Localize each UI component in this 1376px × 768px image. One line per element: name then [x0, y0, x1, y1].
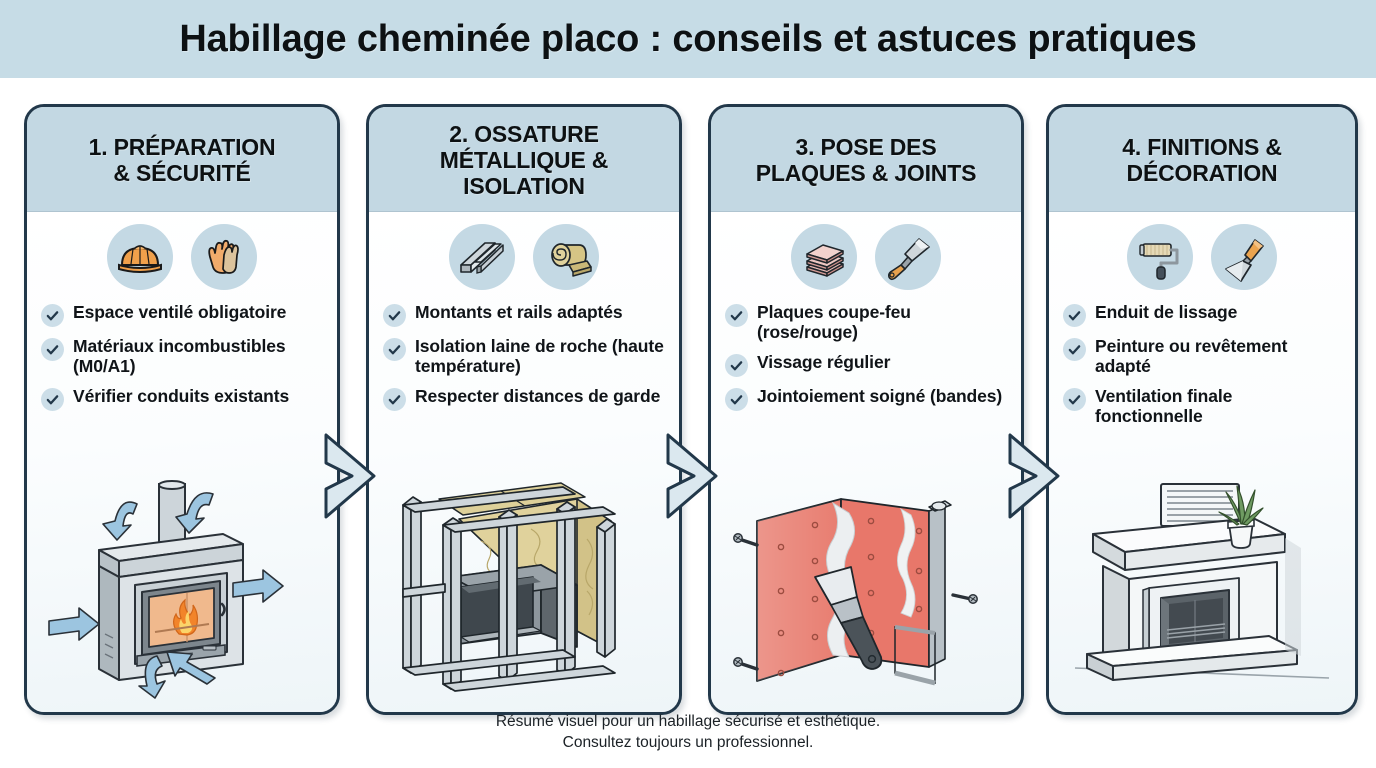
- bullet-text: Matériaux incombustibles (M0/A1): [73, 336, 286, 377]
- bullet-item: Isolation laine de roche (haute températ…: [383, 336, 667, 377]
- finished-fireplace-with-vent-illustration: [1049, 427, 1355, 712]
- bullet-item: Montants et rails adaptés: [383, 302, 667, 327]
- bullet-item: Jointoiement soigné (bandes): [725, 386, 1009, 411]
- bullet-item: Espace ventilé obligatoire: [41, 302, 325, 327]
- step-2-icon-row: [369, 212, 679, 296]
- hard-hat-icon: [107, 224, 173, 290]
- step-1-body: Espace ventilé obligatoire Matériaux inc…: [27, 212, 337, 712]
- bullet-item: Plaques coupe-feu (rose/rouge): [725, 302, 1009, 343]
- bullet-text: Peinture ou revêtement adapté: [1095, 336, 1288, 377]
- bullet-text: Jointoiement soigné (bandes): [757, 385, 1003, 406]
- check-icon: [383, 304, 406, 327]
- bullet-item: Vissage régulier: [725, 352, 1009, 377]
- step-2-body: Montants et rails adaptés Isolation lain…: [369, 212, 679, 712]
- step-card-3: 3. POSE DES PLAQUES & JOINTS: [708, 104, 1024, 715]
- bullet-item: Respecter distances de garde: [383, 386, 667, 411]
- step-1-header: 1. PRÉPARATION & SÉCURITÉ: [27, 107, 337, 212]
- bullet-text: Ventilation finale fonctionnelle: [1095, 385, 1233, 427]
- step-4-bullets: Enduit de lissage Peinture ou revêtement…: [1049, 296, 1355, 427]
- bullet-text: Plaques coupe-feu (rose/rouge): [757, 302, 911, 343]
- check-icon: [1063, 304, 1086, 327]
- check-icon: [725, 353, 748, 377]
- page-title: Habillage cheminée placo : conseils et a…: [179, 17, 1197, 60]
- step-1-title: 1. PRÉPARATION & SÉCURITÉ: [88, 134, 276, 186]
- plasterboard-stack-icon: [791, 224, 857, 290]
- bullet-item: Matériaux incombustibles (M0/A1): [41, 336, 325, 377]
- step-3-icon-row: [711, 212, 1021, 296]
- title-band: Habillage cheminée placo : conseils et a…: [0, 0, 1376, 78]
- bullet-item: Peinture ou revêtement adapté: [1063, 336, 1343, 377]
- check-icon: [383, 387, 406, 411]
- paint-roller-icon: [1127, 224, 1193, 290]
- step-4-header: 4. FINITIONS & DÉCORATION: [1049, 107, 1355, 212]
- bullet-text: Vissage régulier: [757, 351, 891, 372]
- bullet-text: Respecter distances de garde: [415, 385, 661, 406]
- bullet-item: Ventilation finale fonctionnelle: [1063, 386, 1343, 427]
- check-icon: [41, 304, 64, 327]
- step-card-2: 2. OSSATURE MÉTALLIQUE & ISOLATION: [366, 104, 682, 715]
- bullet-text: Enduit de lissage: [1095, 302, 1238, 322]
- work-gloves-icon: [191, 224, 257, 290]
- step-4-body: Enduit de lissage Peinture ou revêtement…: [1049, 212, 1355, 712]
- step-4-icon-row: [1049, 212, 1355, 296]
- bullet-text: Montants et rails adaptés: [415, 302, 623, 322]
- bullet-text: Vérifier conduits existants: [73, 385, 290, 406]
- bullet-item: Enduit de lissage: [1063, 302, 1343, 327]
- step-3-title: 3. POSE DES PLAQUES & JOINTS: [755, 134, 977, 186]
- check-icon: [41, 338, 64, 361]
- step-connector-arrow-2: [666, 433, 718, 519]
- trowel-icon: [1211, 224, 1277, 290]
- step-card-4: 4. FINITIONS & DÉCORATION: [1046, 104, 1358, 715]
- insulation-roll-icon: [533, 224, 599, 290]
- step-card-1: 1. PRÉPARATION & SÉCURITÉ: [24, 104, 340, 715]
- steps-container: 1. PRÉPARATION & SÉCURITÉ: [0, 78, 1376, 715]
- fire-rated-boards-jointing-illustration: [711, 411, 1021, 712]
- spatula-icon: [875, 224, 941, 290]
- step-connector-arrow-1: [324, 433, 376, 519]
- check-icon: [41, 387, 64, 411]
- step-2-header: 2. OSSATURE MÉTALLIQUE & ISOLATION: [369, 107, 679, 212]
- step-2-title: 2. OSSATURE MÉTALLIQUE & ISOLATION: [439, 121, 609, 199]
- step-3-body: Plaques coupe-feu (rose/rouge) Vissage r…: [711, 212, 1021, 712]
- check-icon: [1063, 338, 1086, 361]
- step-1-icon-row: [27, 212, 337, 296]
- step-connector-arrow-3: [1008, 433, 1060, 519]
- check-icon: [383, 338, 406, 361]
- step-1-bullets: Espace ventilé obligatoire Matériaux inc…: [27, 296, 337, 411]
- metal-frame-with-insulation-illustration: [369, 411, 679, 712]
- step-4-title: 4. FINITIONS & DÉCORATION: [1122, 134, 1282, 186]
- step-2-bullets: Montants et rails adaptés Isolation lain…: [369, 296, 679, 411]
- footer-note: Résumé visuel pour un habillage sécurisé…: [0, 712, 1376, 754]
- step-3-bullets: Plaques coupe-feu (rose/rouge) Vissage r…: [711, 296, 1021, 411]
- step-3-header: 3. POSE DES PLAQUES & JOINTS: [711, 107, 1021, 212]
- bullet-item: Vérifier conduits existants: [41, 386, 325, 411]
- metal-rails-icon: [449, 224, 515, 290]
- check-icon: [725, 387, 748, 411]
- bullet-text: Isolation laine de roche (haute températ…: [415, 336, 664, 377]
- check-icon: [1063, 387, 1086, 411]
- footer-line-2: Consultez toujours un professionnel.: [562, 733, 814, 751]
- bullet-text: Espace ventilé obligatoire: [73, 302, 287, 322]
- footer-line-1: Résumé visuel pour un habillage sécurisé…: [495, 713, 881, 730]
- wood-stove-with-airflow-arrows-illustration: [27, 411, 337, 712]
- check-icon: [725, 304, 748, 327]
